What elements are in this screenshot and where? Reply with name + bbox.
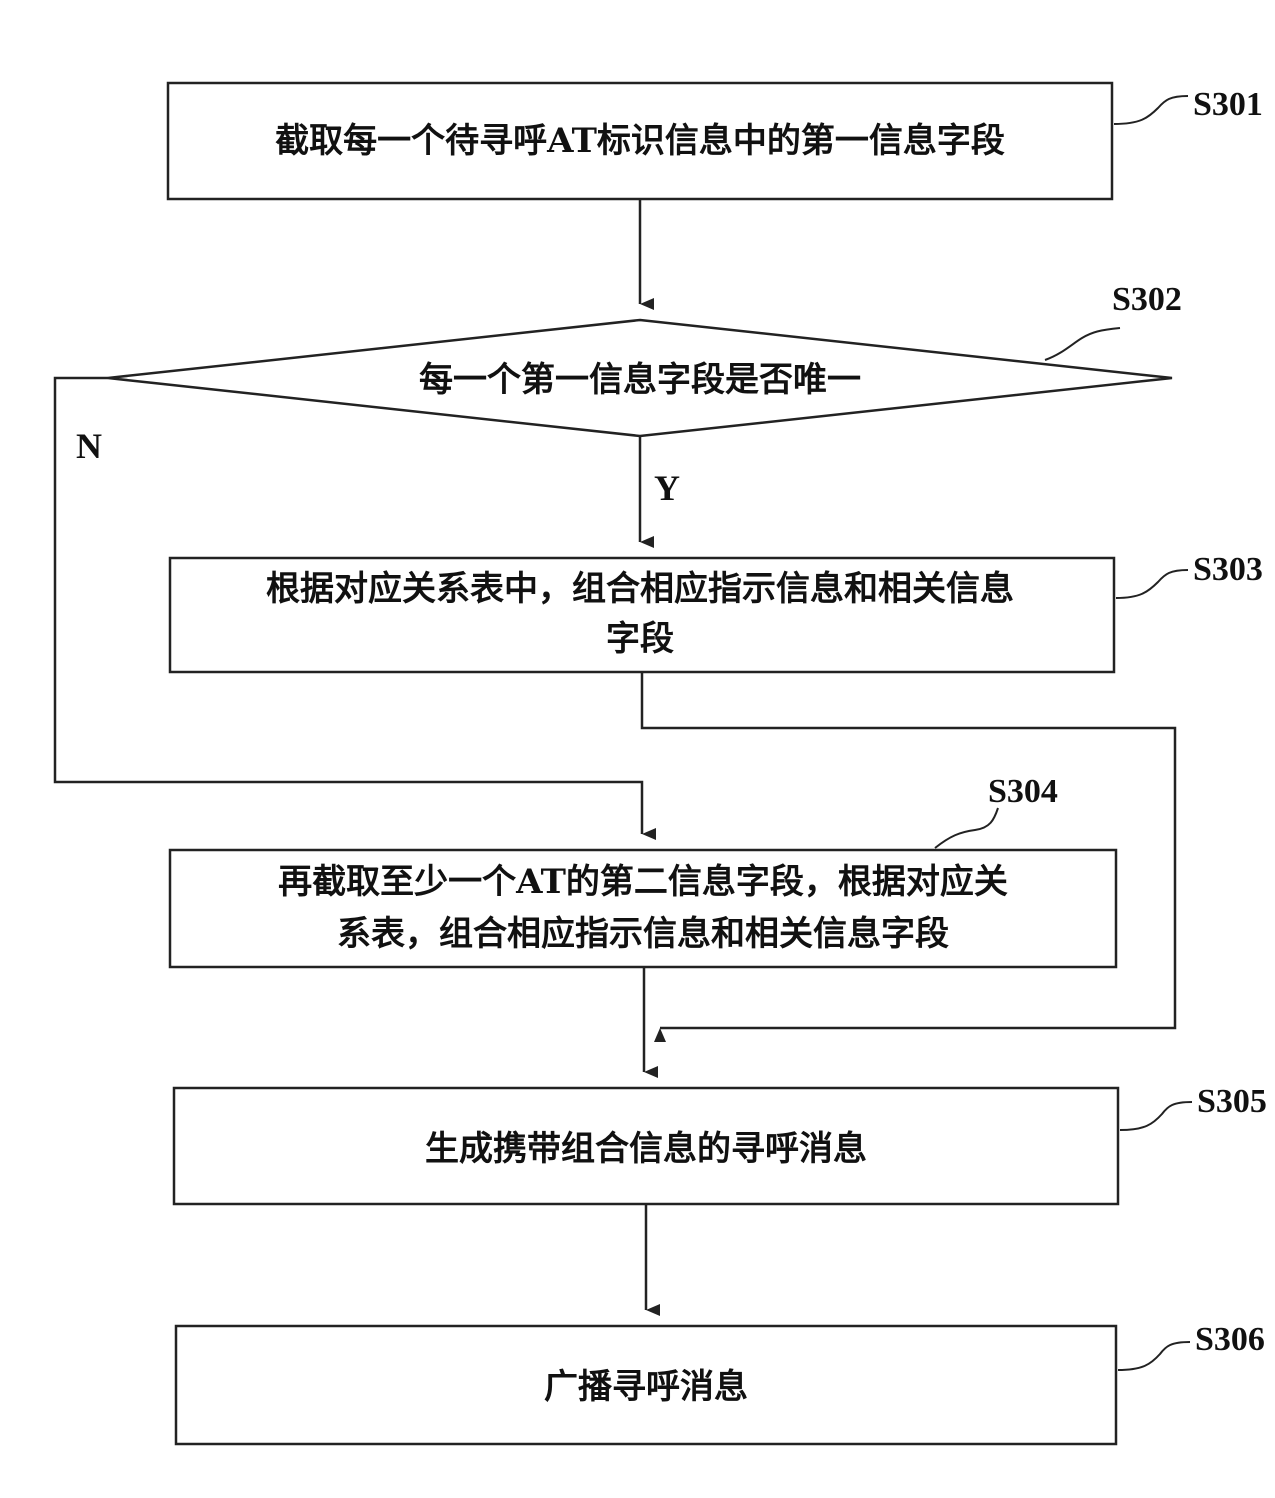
step-s301-leader [1114, 96, 1188, 124]
step-s302: 每一个第一信息字段是否唯一 [108, 320, 1172, 436]
step-s303-text-line2: 字段 [606, 619, 674, 659]
step-s301: 截取每一个待寻呼AT标识信息中的第一信息字段 [168, 83, 1112, 199]
step-s302-leader [1045, 328, 1120, 360]
step-s301-label: S301 [1193, 86, 1263, 123]
step-s306: 广播寻呼消息 [176, 1326, 1116, 1444]
step-s306-leader [1118, 1342, 1190, 1370]
step-s305-label: S305 [1197, 1083, 1267, 1120]
branch-yes-label: Y [654, 468, 680, 508]
step-s305-text: 生成携带组合信息的寻呼消息 [425, 1129, 867, 1169]
step-s306-text: 广播寻呼消息 [544, 1367, 748, 1407]
step-s304-text-line2: 系表，组合相应指示信息和相关信息字段 [337, 914, 949, 954]
step-s304: 再截取至少一个AT的第二信息字段，根据对应关 系表，组合相应指示信息和相关信息字… [170, 850, 1116, 967]
step-s304-label: S304 [988, 773, 1058, 810]
step-s302-label: S302 [1112, 281, 1182, 318]
step-s302-text: 每一个第一信息字段是否唯一 [419, 360, 861, 400]
step-s305-leader [1120, 1102, 1192, 1130]
step-s304-text-line1: 再截取至少一个AT的第二信息字段，根据对应关 [278, 862, 1008, 902]
branch-no-label: N [76, 426, 102, 466]
step-s306-label: S306 [1195, 1321, 1265, 1358]
step-s303-label: S303 [1193, 551, 1263, 588]
step-s301-text: 截取每一个待寻呼AT标识信息中的第一信息字段 [275, 121, 1005, 161]
step-s304-leader [935, 808, 998, 848]
step-s303: 根据对应关系表中，组合相应指示信息和相关信息 字段 [170, 558, 1114, 672]
step-s303-leader [1116, 570, 1188, 598]
step-s303-text-line1: 根据对应关系表中，组合相应指示信息和相关信息 [266, 569, 1014, 609]
step-s305: 生成携带组合信息的寻呼消息 [174, 1088, 1118, 1204]
